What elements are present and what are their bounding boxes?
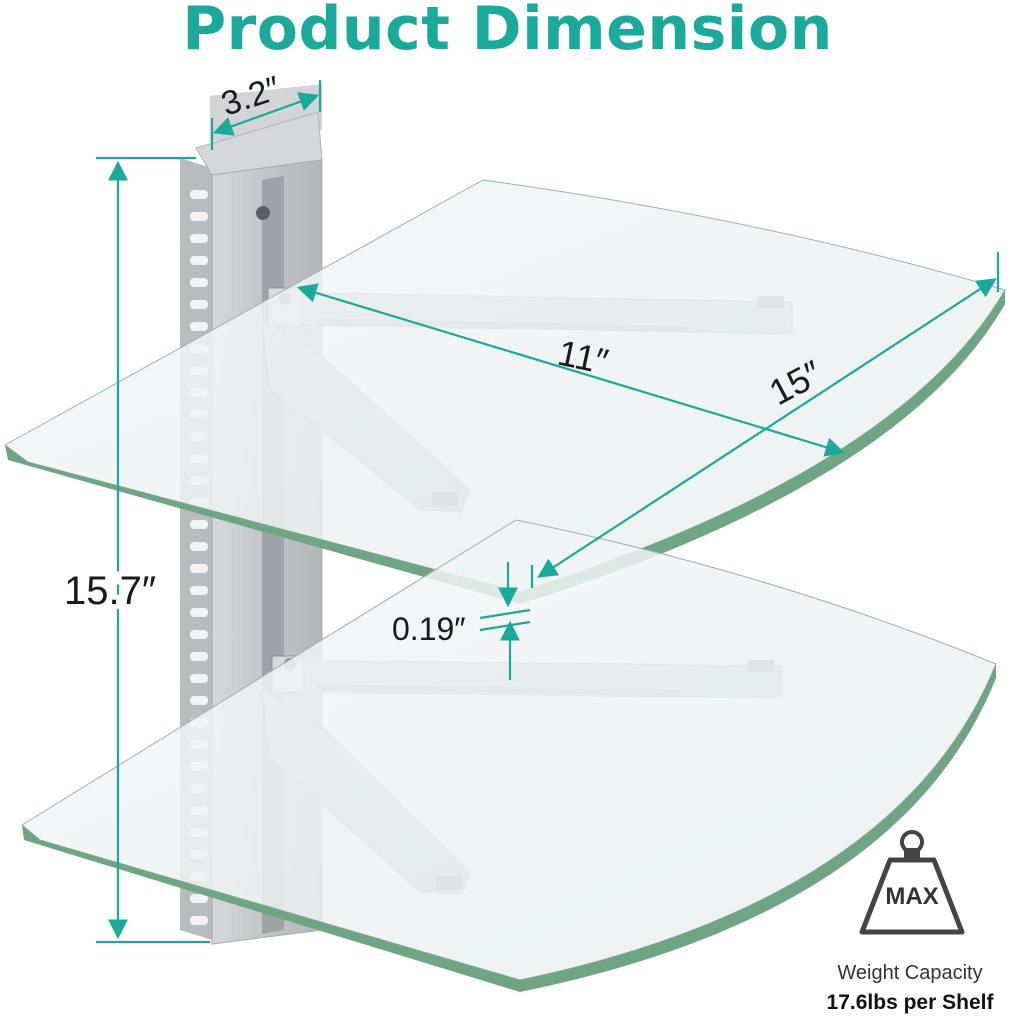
- post-slot: [190, 630, 208, 639]
- post-slot: [190, 300, 208, 309]
- post-slot: [190, 586, 208, 595]
- shelf-depth-label: 11″: [554, 332, 612, 383]
- post-slot: [190, 190, 208, 199]
- overall-height-label: 15.7″: [64, 569, 156, 613]
- post-slot: [190, 696, 208, 705]
- post-slot: [190, 674, 208, 683]
- post-slot: [190, 234, 208, 243]
- dimension-lines: [96, 80, 1000, 944]
- weight-caption: Weight Capacity 17.6lbs per Shelf: [790, 958, 1015, 1018]
- post-slot: [190, 608, 208, 617]
- post-slot: [190, 278, 208, 287]
- glass-thickness-label: 0.19″: [392, 611, 466, 647]
- post-slot: [190, 542, 208, 551]
- post-slot: [190, 212, 208, 221]
- post-slot: [190, 916, 208, 925]
- weight-caption-line1: Weight Capacity: [837, 962, 983, 984]
- weight-badge-label: MAX: [885, 883, 938, 910]
- page-title: Product Dimension: [182, 0, 833, 64]
- post-slot: [190, 894, 208, 903]
- post-slot: [190, 322, 208, 331]
- weight-icon: MAX: [859, 830, 965, 935]
- post-slot: [190, 652, 208, 661]
- post-slot: [190, 520, 208, 529]
- post-slot: [190, 564, 208, 573]
- weight-caption-line2: 17.6lbs per Shelf: [826, 991, 994, 1014]
- post-slot: [190, 256, 208, 265]
